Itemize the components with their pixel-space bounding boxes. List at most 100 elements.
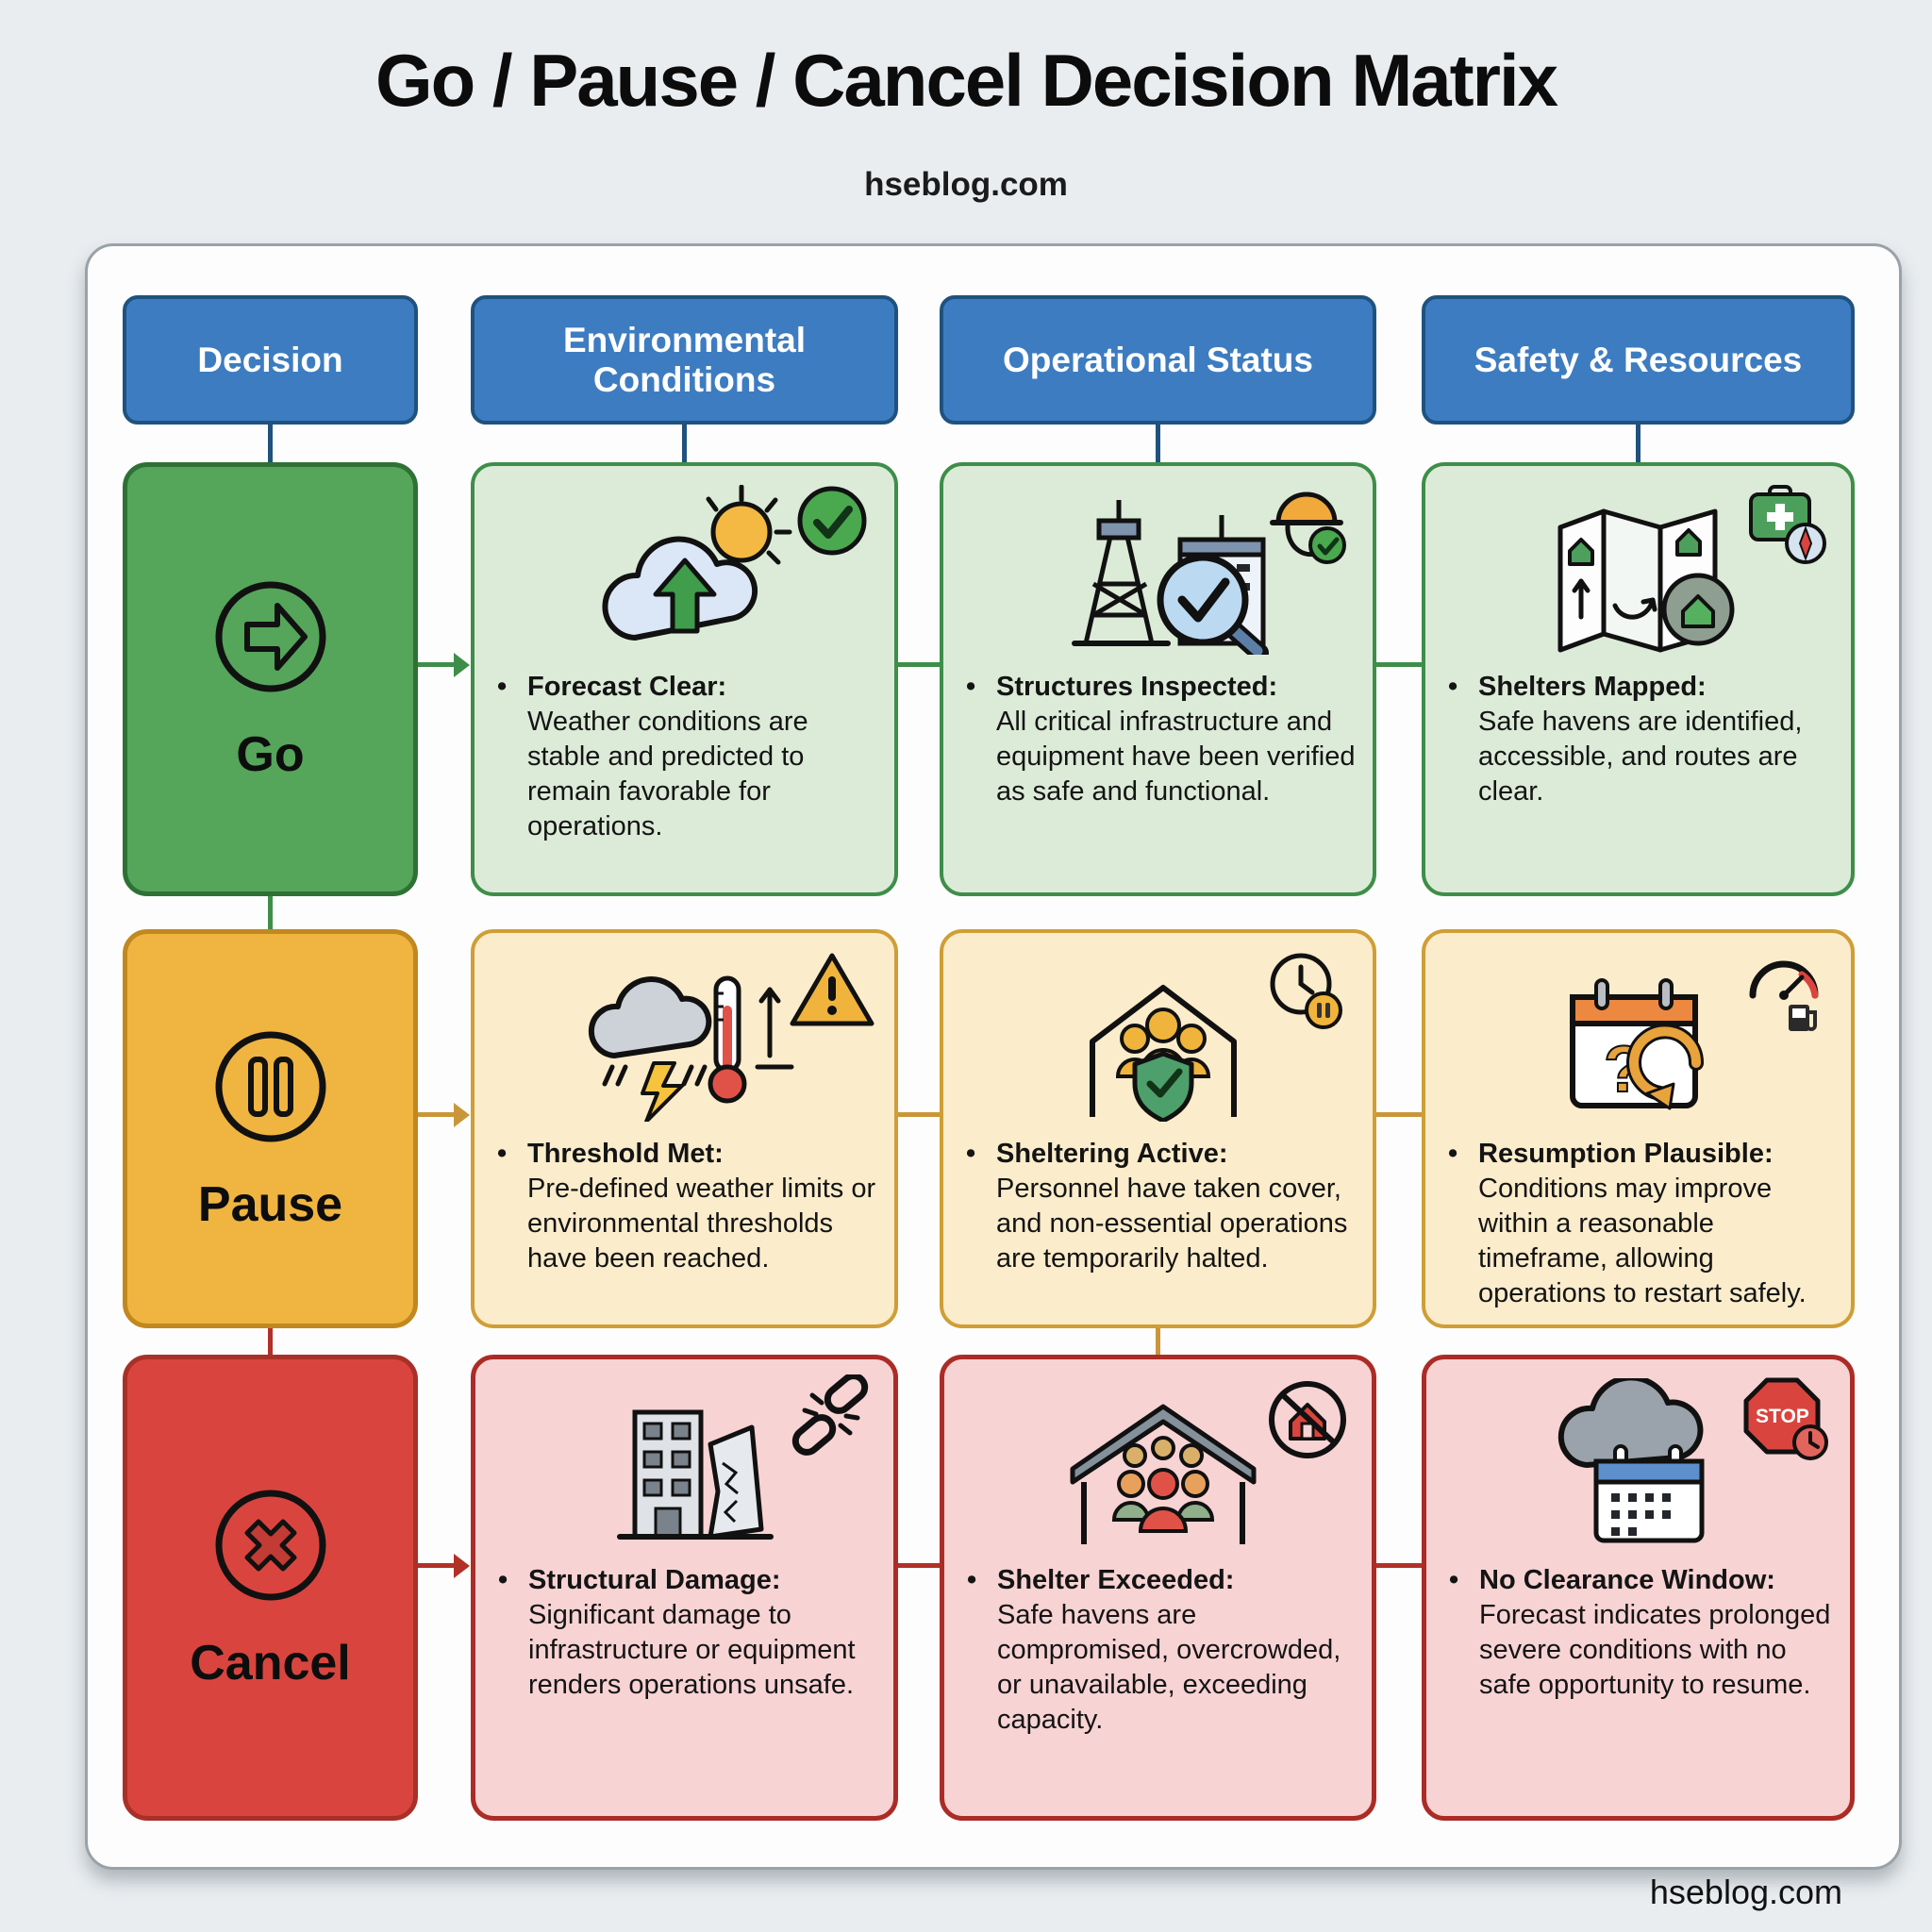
- damaged-building-icon: [616, 1409, 774, 1540]
- cell-cancel-operational: • Shelter Exceeded: Safe havens are comp…: [940, 1355, 1376, 1821]
- first-aid-compass-icon: [1749, 485, 1826, 564]
- matrix-card: Decision Environmental Conditions Operat…: [85, 243, 1902, 1870]
- decision-label: Cancel: [190, 1636, 351, 1690]
- connector-go-op-safety: [1376, 662, 1422, 667]
- bullet: •: [966, 672, 976, 702]
- cell-text: Shelters Mapped: Safe havens are identif…: [1478, 670, 1838, 809]
- cell-body: Safe havens are identified, accessible, …: [1478, 707, 1803, 807]
- bullet: •: [497, 1139, 508, 1169]
- bullet: •: [498, 1565, 508, 1595]
- arrow-cancel-line: [418, 1563, 456, 1568]
- cell-body: Significant damage to infrastructure or …: [528, 1600, 856, 1700]
- cell-heading: Shelter Exceeded:: [997, 1565, 1235, 1595]
- connector-pause-env-op: [898, 1112, 940, 1117]
- tower-building-magnifier-icon: [1071, 500, 1269, 655]
- cell-body: Personnel have taken cover, and non-esse…: [996, 1174, 1348, 1274]
- warning-triangle-icon: [790, 953, 874, 1026]
- cell-heading: Sheltering Active:: [996, 1139, 1228, 1169]
- cell-text: Threshold Met: Pre-defined weather limit…: [527, 1137, 881, 1276]
- cell-body: Forecast indicates prolonged severe cond…: [1479, 1600, 1831, 1700]
- cell-heading: Structures Inspected:: [996, 672, 1278, 702]
- page-subtitle: hseblog.com: [864, 166, 1068, 203]
- hardhat-check-icon: [1270, 491, 1346, 564]
- sun-cloud-up-arrow-icon: [602, 485, 791, 641]
- cell-pause-safety: ? • Resumption Plausible: Cond: [1422, 929, 1855, 1328]
- connector-header-decision: [268, 425, 273, 462]
- bullet: •: [967, 1565, 977, 1595]
- connector-go-env-op: [898, 662, 940, 667]
- column-header-decision: Decision: [123, 295, 418, 425]
- connector-pause-cancel: [268, 1328, 273, 1355]
- calendar-question-restart-icon: ?: [1569, 978, 1704, 1110]
- cell-heading: Shelters Mapped:: [1478, 672, 1707, 702]
- cell-text: Sheltering Active: Personnel have taken …: [996, 1137, 1359, 1276]
- decision-label: Pause: [197, 1176, 343, 1232]
- connector-header-environmental: [682, 425, 687, 462]
- connector-cancel-env-op: [898, 1563, 940, 1568]
- cell-text: No Clearance Window: Forecast indicates …: [1479, 1563, 1837, 1703]
- connector-cancel-op-safety: [1376, 1563, 1422, 1568]
- arrow-go-line: [418, 662, 456, 667]
- decision-box-cancel: Cancel: [123, 1355, 418, 1821]
- connector-sheltering-shelter: [1156, 1328, 1160, 1355]
- cell-body: Conditions may improve within a reasonab…: [1478, 1174, 1807, 1308]
- connector-header-operational: [1156, 425, 1160, 462]
- storm-calendar-icon: [1557, 1378, 1704, 1543]
- shelter-map-icon: [1557, 508, 1734, 653]
- cell-pause-operational: • Sheltering Active: Personnel have take…: [940, 929, 1376, 1328]
- cell-heading: Resumption Plausible:: [1478, 1139, 1774, 1169]
- arrow-cancel-head: [454, 1554, 470, 1578]
- cell-heading: Threshold Met:: [527, 1139, 724, 1169]
- cell-go-operational: • Structures Inspected: All critical inf…: [940, 462, 1376, 896]
- decision-label: Go: [236, 727, 305, 782]
- page-title: Go / Pause / Cancel Decision Matrix: [375, 39, 1558, 122]
- column-header-label: Decision: [197, 340, 343, 379]
- cell-cancel-safety: STOP • No Clearance Window: Forecast ind…: [1422, 1355, 1855, 1821]
- clock-pause-icon: [1270, 953, 1342, 1029]
- footer-credit: hseblog.com: [1649, 1873, 1842, 1911]
- pause-circle-icon: [215, 1031, 325, 1141]
- column-header-operational: Operational Status: [940, 295, 1376, 425]
- check-circle-icon: [797, 486, 867, 556]
- cell-body: Weather conditions are stable and predic…: [527, 707, 808, 841]
- column-header-environmental: Environmental Conditions: [471, 295, 898, 425]
- matrix-grid: Decision Environmental Conditions Operat…: [88, 246, 1899, 1867]
- cell-body: Safe havens are compromised, overcrowded…: [997, 1600, 1341, 1735]
- decision-box-pause: Pause: [123, 929, 418, 1328]
- storm-thermometer-icon: [588, 975, 793, 1122]
- svg-text:STOP: STOP: [1756, 1406, 1809, 1427]
- connector-header-safety: [1636, 425, 1641, 462]
- cell-heading: Forecast Clear:: [527, 672, 727, 702]
- bullet: •: [966, 1139, 976, 1169]
- cell-go-safety: • Shelters Mapped: Safe havens are ident…: [1422, 462, 1855, 896]
- cell-pause-environmental: • Threshold Met: Pre-defined weather lim…: [471, 929, 898, 1328]
- cancel-circle-icon: [215, 1490, 325, 1601]
- arrow-right-circle-icon: [215, 581, 325, 692]
- column-header-label: Safety & Resources: [1474, 340, 1803, 379]
- gauge-fuel-icon: [1749, 960, 1819, 1031]
- house-banned-icon: [1269, 1381, 1346, 1458]
- cell-text: Structural Damage: Significant damage to…: [528, 1563, 880, 1703]
- cell-text: Resumption Plausible: Conditions may imp…: [1478, 1137, 1838, 1311]
- cell-body: All critical infrastructure and equipmen…: [996, 707, 1356, 807]
- shelter-people-shield-icon: [1089, 985, 1237, 1122]
- arrow-pause-head: [454, 1103, 470, 1127]
- bullet: •: [1449, 1565, 1459, 1595]
- cell-cancel-environmental: • Structural Damage: Significant damage …: [471, 1355, 898, 1821]
- column-header-label: Operational Status: [1003, 340, 1313, 379]
- arrow-pause-line: [418, 1112, 456, 1117]
- arrow-go-head: [454, 653, 470, 677]
- bullet: •: [1448, 672, 1458, 702]
- column-header-safety: Safety & Resources: [1422, 295, 1855, 425]
- overcrowded-shelter-icon: [1070, 1404, 1256, 1544]
- connector-pause-op-safety: [1376, 1112, 1422, 1117]
- bullet: •: [1448, 1139, 1458, 1169]
- column-header-label: Environmental Conditions: [563, 320, 806, 399]
- cell-text: Forecast Clear: Weather conditions are s…: [527, 670, 881, 844]
- cell-body: Pre-defined weather limits or environmen…: [527, 1174, 876, 1274]
- cell-heading: Structural Damage:: [528, 1565, 781, 1595]
- decision-box-go: Go: [123, 462, 418, 896]
- stop-sign-clock-icon: STOP: [1743, 1377, 1828, 1460]
- connector-go-pause: [268, 896, 273, 929]
- cell-go-environmental: • Forecast Clear: Weather conditions are…: [471, 462, 898, 896]
